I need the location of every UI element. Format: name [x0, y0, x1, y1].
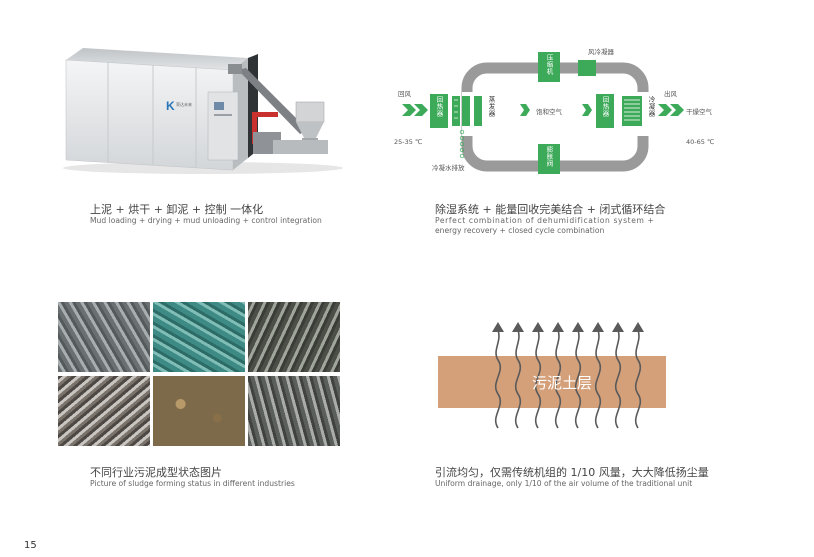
machine-logo: K: [166, 99, 175, 113]
sludge-photo-3: [248, 302, 340, 372]
sludge-photo-1: [58, 302, 150, 372]
closed-cycle-diagram: [402, 52, 684, 174]
condenser-top-label: 风冷凝器: [588, 48, 614, 56]
dehumidification-diagram: 压缩机 风冷凝器 回热器 蒸发器 饱和空气 回热器 冷凝器 膨胀阀 回风 25-…: [390, 40, 730, 180]
outlet-label: 出风: [664, 90, 677, 98]
recuperator-right-label: 回热器: [601, 96, 609, 117]
soil-airflow-diagram: [438, 322, 666, 429]
page-number: 15: [24, 540, 37, 551]
compressor-label: 压缩机: [545, 54, 553, 75]
sludge-photo-5: [153, 376, 245, 446]
soil-layer-label: 污泥土层: [532, 374, 593, 392]
outlet-label-2: 干燥空气: [686, 108, 712, 116]
saturated-air-label: 饱和空气: [536, 108, 562, 116]
panel3-caption-zh: 不同行业污泥成型状态图片: [90, 466, 222, 479]
panel2-caption-zh: 除湿系统 + 能量回收完美结合 + 闭式循环结合: [435, 203, 666, 216]
panel4-caption-en: Uniform drainage, only 1/10 of the air v…: [435, 479, 693, 488]
panel4-caption-zh: 引流均匀，仅需传统机组的 1/10 风量，大大降低扬尘量: [435, 466, 709, 479]
sludge-photo-4: [58, 376, 150, 446]
inlet-temp: 25-35 ℃: [394, 138, 423, 146]
evaporator-label: 蒸发器: [487, 96, 495, 117]
machine-brand: 荣达未来: [176, 101, 192, 107]
soil-layer: [438, 356, 666, 408]
panel1-caption-zh: 上泥 + 烘干 + 卸泥 + 控制 一体化: [90, 203, 264, 216]
sludge-photo-grid: [58, 302, 340, 446]
panel1-caption-en: Mud loading + drying + mud unloading + c…: [90, 216, 322, 225]
machine-illustration: K 荣达未来: [58, 40, 348, 175]
condensate-label: 冷凝水排放: [432, 164, 465, 172]
panel2-caption-en-2: energy recovery + closed cycle combinati…: [435, 226, 605, 235]
outlet-temp: 40-65 ℃: [686, 138, 715, 146]
drying-machine-image: K 荣达未来: [63, 48, 343, 174]
airflow-illustration: 污泥土层: [436, 320, 668, 430]
sludge-photo-2: [153, 302, 245, 372]
recuperator-left-label: 回热器: [435, 96, 443, 117]
condenser-right-label: 冷凝器: [647, 96, 655, 117]
sludge-photo-6: [248, 376, 340, 446]
panel3-caption-en: Picture of sludge forming status in diff…: [90, 479, 295, 488]
panel2-caption-en-1: Perfect combination of dehumidification …: [435, 216, 655, 225]
recuperator-left-coil: [430, 94, 448, 128]
expansion-valve-label: 膨胀阀: [545, 146, 553, 167]
inlet-label: 回风: [398, 90, 411, 98]
